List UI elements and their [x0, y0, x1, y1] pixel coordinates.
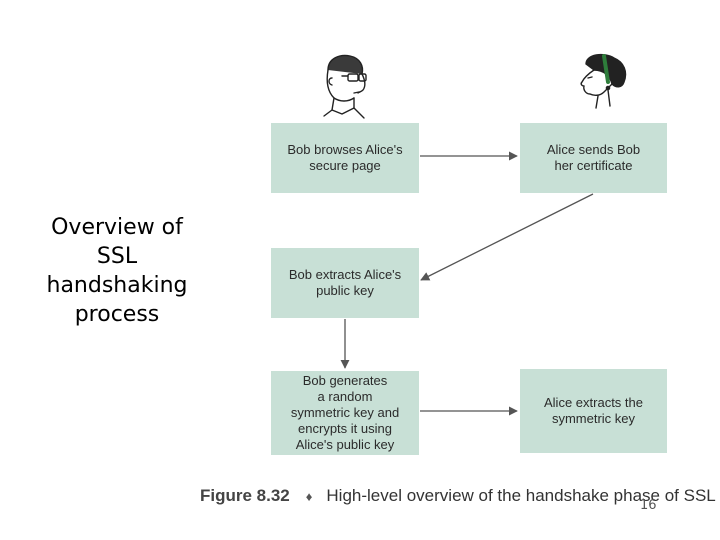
bob-figure	[323, 54, 367, 119]
slide-title-line: process	[74, 302, 160, 327]
box-bob-extracts-key: Bob extracts Alice's public key	[271, 248, 419, 318]
slide-title-line: Overview of	[51, 215, 183, 240]
box-text-line: Bob browses Alice's	[287, 142, 403, 157]
figure-caption-text: High-level overview of the handshake pha…	[326, 486, 716, 505]
box-alice-extracts-symmetric-key: Alice extracts the symmetric key	[520, 369, 667, 453]
slide-title-line: SSL	[96, 244, 138, 269]
box-bob-generates-key: Bob generates a random symmetric key and…	[271, 371, 419, 455]
diamond-icon: ♦	[305, 489, 313, 504]
box-text-line: symmetric key	[551, 411, 636, 426]
figure-label: Figure 8.32	[200, 486, 290, 505]
box-text-line: secure page	[309, 158, 381, 173]
figure-caption: Figure 8.32 ♦ High-level overview of the h…	[200, 486, 720, 506]
arrow-certificate-to-extract	[420, 193, 594, 281]
box-text-line: Bob generates	[302, 373, 388, 388]
box-text-line: Alice extracts the	[544, 395, 643, 410]
box-text-line: a random	[317, 389, 373, 404]
box-text-line: Alice's public key	[295, 437, 395, 452]
box-text-line: Alice sends Bob	[546, 142, 641, 157]
page-number: 16	[640, 498, 657, 513]
box-text-line: symmetric key and	[290, 405, 400, 420]
box-text-line: encrypts it using	[298, 421, 392, 436]
slide-title-line: handshaking	[46, 273, 188, 298]
box-alice-sends-certificate: Alice sends Bob her certificate	[520, 123, 667, 193]
box-text-line: Bob extracts Alice's	[288, 267, 402, 282]
slide-title: Overview of SSL handshaking process	[22, 213, 212, 329]
box-bob-browses: Bob browses Alice's secure page	[271, 123, 419, 193]
box-text-line: public key	[316, 283, 374, 298]
alice-figure	[580, 53, 627, 109]
box-text-line: her certificate	[554, 158, 633, 173]
